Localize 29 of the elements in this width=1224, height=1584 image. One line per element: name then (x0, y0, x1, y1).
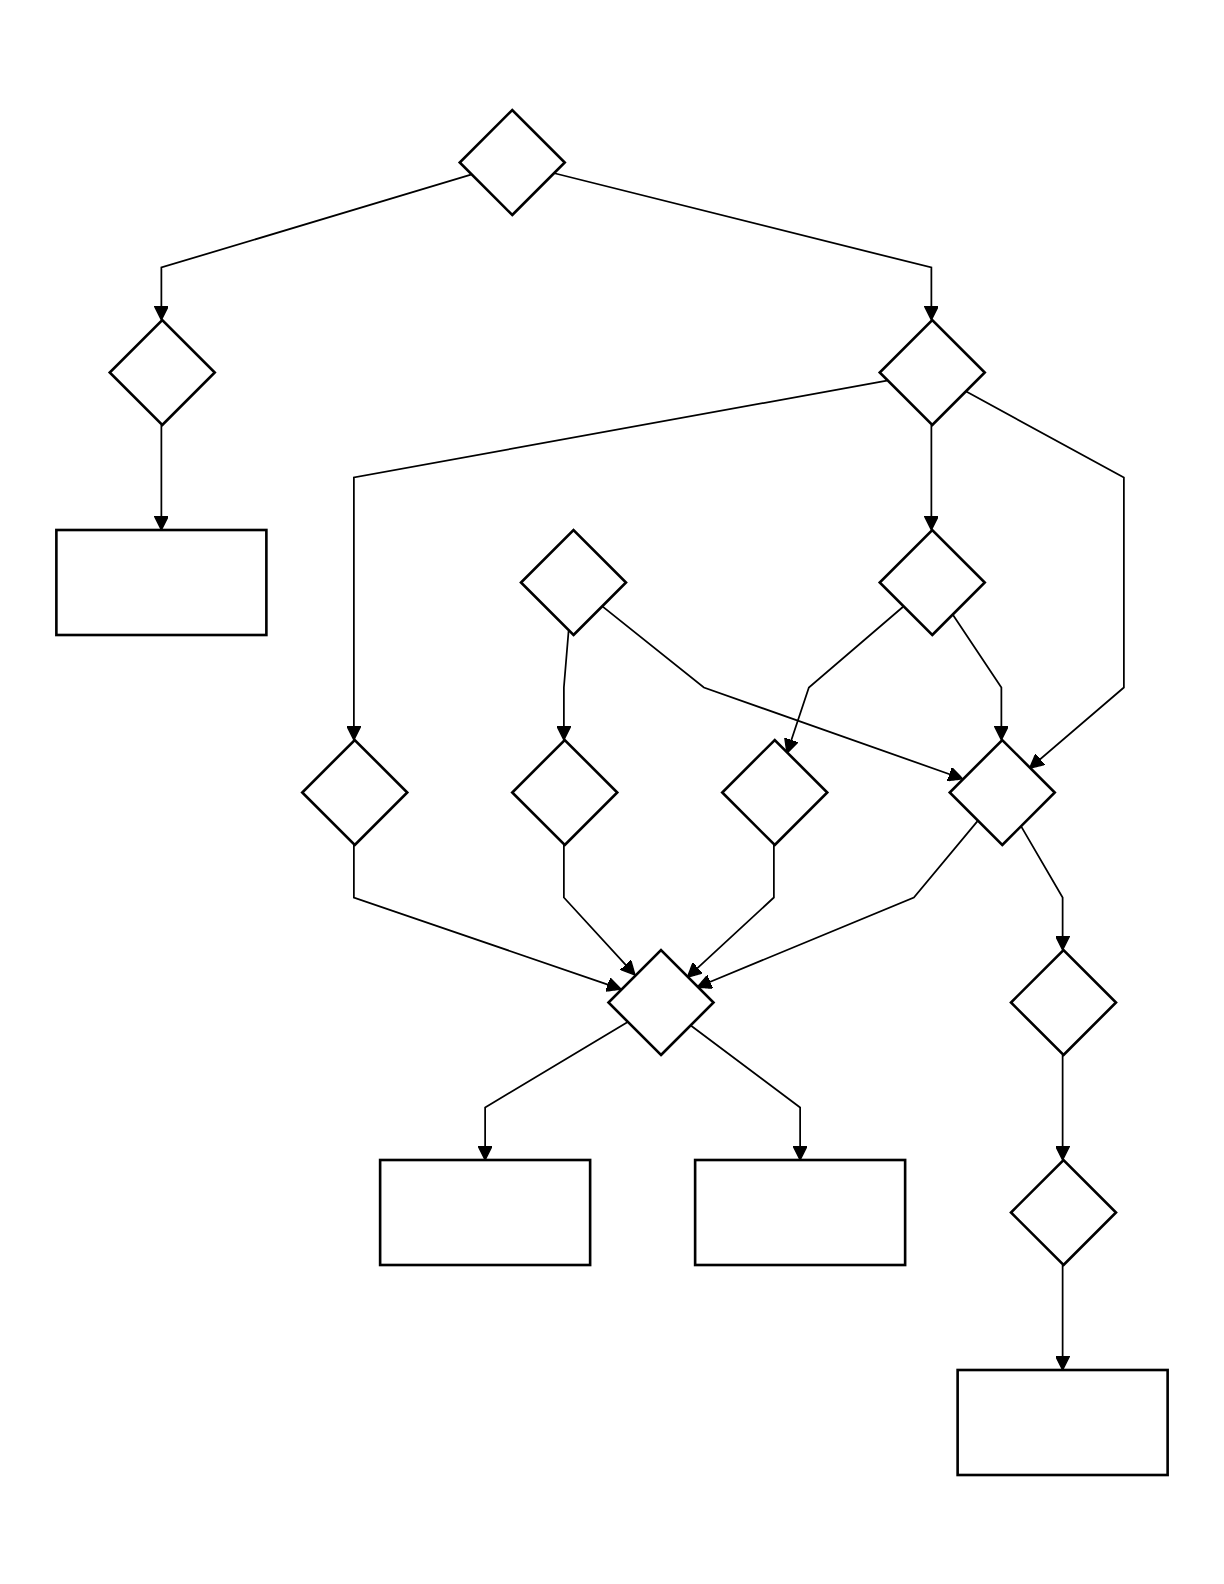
node-diamond (877, 317, 987, 427)
node-diamond (877, 527, 987, 637)
node-diamond (1009, 947, 1118, 1057)
node-box (378, 1158, 592, 1266)
node-diamond (107, 317, 217, 427)
node-box (693, 1158, 907, 1266)
arrow (353, 843, 622, 992)
arrow (923, 423, 940, 531)
arrow (563, 843, 636, 976)
arrow (686, 843, 775, 978)
arrow (1019, 824, 1071, 951)
node-diamond (947, 737, 1057, 847)
node-diamond (606, 947, 716, 1057)
node-diamond (519, 527, 628, 637)
arrow (556, 629, 572, 741)
arrow (696, 819, 979, 989)
arrow (346, 379, 888, 741)
node-diamond (300, 737, 410, 847)
arrow (1054, 1053, 1071, 1161)
node-box (956, 1368, 1169, 1476)
node-diamond (720, 737, 830, 847)
arrow (784, 605, 904, 754)
arrow (600, 604, 964, 781)
node-diamond (510, 737, 620, 847)
node-diamond (457, 107, 567, 217)
node-box (55, 528, 268, 636)
node-diamond (1009, 1157, 1118, 1267)
arrow (153, 173, 472, 321)
arrow (964, 389, 1125, 769)
